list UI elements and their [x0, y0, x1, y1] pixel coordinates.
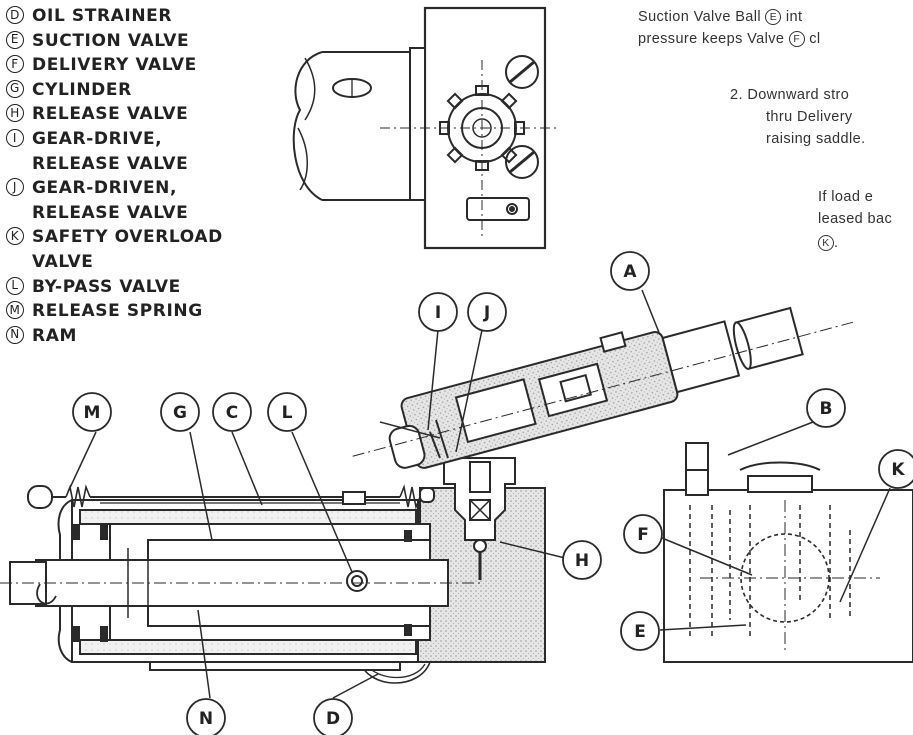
callout-D: D [313, 698, 353, 735]
svg-text:C: C [226, 403, 238, 423]
legend-letter: H [6, 104, 24, 123]
callout-G: G [160, 392, 200, 432]
pump-end-view [663, 442, 913, 663]
note-text: raising saddle. [766, 131, 866, 147]
svg-text:J: J [483, 303, 490, 323]
legend-text: GEAR-DRIVE, RELEASE VALVE [32, 128, 189, 174]
legend-text: BY-PASS VALVE [32, 276, 181, 297]
note-load-line-1: If load e [818, 186, 873, 208]
svg-text:D: D [326, 709, 340, 729]
legend-letter: E [6, 30, 24, 49]
note-letter: F [788, 31, 805, 48]
legend-item: K SAFETY OVERLOAD VALVE [6, 225, 223, 274]
callout-J: J [467, 292, 507, 332]
legend-letter: J [6, 178, 24, 197]
legend-text: SUCTION VALVE [32, 30, 190, 51]
legend-item: J GEAR-DRIVEN, RELEASE VALVE [6, 176, 223, 225]
note-text: int [785, 9, 803, 25]
legend-item: I GEAR-DRIVE, RELEASE VALVE [6, 127, 223, 176]
svg-text:F: F [637, 525, 649, 545]
callout-B: B [806, 388, 846, 428]
svg-text:H: H [575, 551, 589, 571]
callout-K: K [878, 449, 913, 489]
legend-text: RAM [32, 325, 77, 346]
jack-side-section [0, 457, 546, 684]
legend-letter: L [6, 276, 24, 295]
legend-item: D OIL STRAINER [6, 4, 223, 29]
callout-M: M [72, 392, 112, 432]
legend-text: SAFETY OVERLOAD VALVE [32, 227, 223, 272]
legend-letter: D [6, 6, 24, 24]
note-text: leased bac [818, 211, 893, 227]
parts-legend: D OIL STRAINER E SUCTION VALVE F DELIVERY V… [6, 4, 223, 348]
legend-item: G CYLINDER [6, 78, 223, 103]
svg-text:M: M [84, 403, 101, 423]
release-gear-arm [379, 419, 449, 459]
legend-item: F DELIVERY VALVE [6, 53, 223, 78]
legend-item: E SUCTION VALVE [6, 29, 223, 54]
legend-letter: N [6, 325, 24, 344]
legend-item: L BY-PASS VALVE [6, 275, 223, 300]
note-step2-line-2: thru Delivery [766, 106, 853, 128]
legend-letter: K [6, 227, 24, 246]
note-load-line-2: leased bac [818, 208, 892, 230]
legend-item: M RELEASE SPRING [6, 299, 223, 324]
svg-text:G: G [173, 403, 187, 423]
note-text: thru Delivery [766, 109, 853, 125]
legend-text: RELEASE SPRING [32, 301, 203, 322]
note-line-1: Suction Valve Ball E int [638, 6, 802, 28]
pump-head-top-view [292, 6, 560, 250]
note-text: pressure keeps Valve [638, 31, 785, 47]
legend-text: RELEASE VALVE [32, 104, 189, 125]
note-step2-line-1: 2. Downward stro [730, 84, 849, 106]
svg-text:B: B [820, 399, 833, 419]
callout-C: C [212, 392, 252, 432]
note-letter: E [765, 9, 782, 26]
legend-text: OIL STRAINER [32, 6, 173, 26]
note-text: . [834, 235, 839, 251]
svg-text:N: N [199, 709, 213, 729]
note-load-line-3: K. [818, 232, 838, 254]
note-text: Suction Valve Ball [638, 9, 761, 25]
callout-E: E [620, 611, 660, 651]
callout-I: I [418, 292, 458, 332]
callout-H: H [562, 540, 602, 580]
note-text: cl [809, 31, 821, 47]
legend-item: N RAM [6, 324, 223, 349]
leader-lines [67, 289, 891, 699]
note-letter: K [818, 235, 834, 252]
svg-text:A: A [623, 262, 637, 282]
callout-A: A [610, 251, 650, 291]
note-step2-line-3: raising saddle. [766, 128, 866, 150]
callout-N: N [186, 698, 226, 735]
note-text: 2. Downward stro [730, 87, 850, 103]
svg-text:L: L [282, 403, 293, 423]
note-line-2: pressure keeps Valve F cl [638, 28, 821, 50]
svg-text:E: E [634, 622, 646, 642]
legend-item: H RELEASE VALVE [6, 102, 223, 127]
svg-text:K: K [891, 460, 905, 480]
callout-F: F [623, 514, 663, 554]
legend-text: GEAR-DRIVEN, RELEASE VALVE [32, 178, 189, 223]
svg-text:I: I [435, 303, 441, 323]
legend-letter: F [6, 55, 24, 74]
callout-L: L [267, 392, 307, 432]
handle-socket [352, 306, 856, 469]
legend-text: CYLINDER [32, 79, 132, 100]
legend-text: DELIVERY VALVE [32, 55, 197, 76]
legend-letter: I [6, 128, 24, 147]
note-text: If load e [818, 189, 874, 205]
legend-letter: G [6, 79, 24, 98]
legend-letter: M [6, 301, 24, 320]
